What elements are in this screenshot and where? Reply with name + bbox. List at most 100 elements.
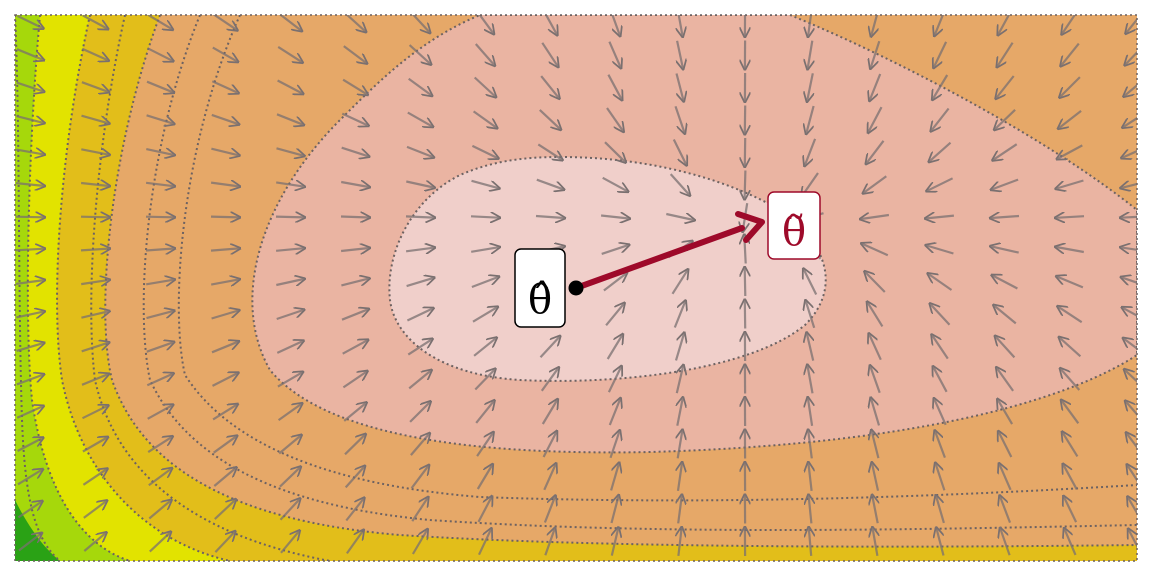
gradient-arrow-icon — [934, 41, 948, 67]
gradient-arrow-icon — [82, 438, 107, 453]
gradient-arrow-icon — [276, 147, 304, 155]
gradient-arrow-icon — [607, 367, 621, 393]
gradient-arrow-icon — [808, 431, 812, 459]
gradient-arrow-icon — [473, 338, 496, 357]
gradient-arrow-icon — [807, 73, 813, 100]
gradient-arrow-icon — [935, 431, 946, 458]
theta-tilde-label-box — [767, 191, 821, 260]
gradient-arrow-icon — [933, 367, 948, 393]
gradient-arrow-icon — [1062, 401, 1080, 424]
gradient-arrow-icon — [411, 498, 427, 522]
gradient-arrow-icon — [16, 343, 44, 352]
gradient-arrow-icon — [342, 372, 366, 389]
gradient-arrow-icon — [280, 531, 299, 554]
gradient-arrow-icon — [342, 340, 368, 355]
gradient-arrow-icon — [872, 463, 878, 491]
gradient-arrow-icon — [807, 333, 815, 361]
gradient-arrow-icon — [210, 183, 239, 187]
gradient-arrow-icon — [146, 280, 174, 285]
gradient-arrow-icon — [870, 366, 881, 394]
gradient-arrow-icon — [1123, 116, 1137, 127]
gradient-arrow-icon — [406, 309, 432, 322]
gradient-arrow-icon — [214, 532, 234, 553]
gradient-arrow-icon — [872, 496, 877, 524]
gradient-arrow-icon — [406, 182, 433, 188]
update-path-arrow — [573, 225, 745, 291]
gradient-arrow-icon — [344, 467, 365, 489]
gradient-arrow-icon — [408, 44, 431, 64]
gradient-arrow-icon — [600, 216, 629, 219]
gradient-arrow-icon — [16, 312, 43, 318]
gradient-arrow-icon — [276, 182, 304, 186]
gradient-arrow-icon — [804, 270, 818, 295]
gradient-arrow-icon — [147, 405, 173, 420]
gradient-arrow-icon — [146, 149, 173, 155]
gradient-arrow-icon — [1126, 402, 1137, 416]
gradient-arrow-icon — [409, 402, 430, 423]
gradient-arrow-icon — [411, 530, 427, 555]
gradient-arrow-icon — [607, 74, 621, 100]
gradient-arrow-icon — [934, 399, 947, 426]
gradient-arrow-icon — [17, 502, 41, 519]
gradient-arrow-icon — [865, 272, 886, 293]
gradient-arrow-icon — [472, 110, 497, 127]
gradient-arrow-icon — [930, 141, 952, 162]
gradient-arrow-icon — [278, 436, 301, 455]
gradient-arrow-icon — [1061, 369, 1081, 391]
gradient-arrow-icon — [210, 248, 239, 250]
gradient-arrow-icon — [936, 496, 945, 524]
gradient-arrow-icon — [1063, 433, 1079, 457]
update-path-arrowhead-icon — [735, 211, 765, 243]
gradient-arrow-icon — [991, 216, 1020, 218]
gradient-arrow-icon — [677, 398, 682, 426]
gradient-arrow-icon — [279, 499, 300, 521]
gradient-arrow-icon — [1121, 216, 1137, 217]
gradient-arrow-icon — [341, 279, 368, 287]
gradient-arrow-icon — [931, 107, 950, 131]
gradient-arrow-icon — [1122, 146, 1137, 157]
gradient-arrow-icon — [867, 140, 885, 163]
gradient-arrow-icon — [1058, 144, 1083, 158]
gradient-arrow-icon — [606, 335, 623, 360]
gradient-arrow-icon — [81, 47, 108, 61]
gradient-arrow-icon — [214, 500, 235, 520]
gradient-arrow-icon — [471, 179, 499, 188]
gradient-arrow-icon — [745, 268, 746, 297]
gradient-arrow-icon — [146, 342, 173, 353]
gradient-arrow-icon — [343, 45, 366, 63]
gradient-arrow-icon — [147, 47, 173, 61]
gradient-arrow-icon — [17, 470, 42, 486]
gradient-arrow-icon — [344, 435, 365, 456]
gradient-arrow-icon — [346, 531, 363, 555]
gradient-arrow-icon — [277, 45, 302, 62]
gradient-arrow-icon — [666, 214, 693, 220]
gradient-arrow-icon — [478, 529, 491, 556]
gradient-arrow-icon — [275, 248, 304, 251]
gradient-arrow-icon — [212, 15, 236, 30]
gradient-arrow-icon — [808, 366, 813, 394]
gradient-arrow-icon — [471, 277, 498, 289]
gradient-arrow-icon — [809, 528, 811, 556]
gradient-arrow-icon — [539, 337, 560, 359]
gradient-arrow-icon — [1000, 529, 1011, 556]
gradient-arrow-icon — [927, 177, 954, 190]
gradient-arrow-icon — [16, 406, 43, 419]
gradient-arrow-icon — [672, 139, 686, 165]
gradient-arrow-icon — [81, 311, 108, 319]
gradient-arrow-icon — [931, 304, 951, 326]
gradient-arrow-icon — [669, 173, 690, 195]
gradient-arrow-icon — [1126, 17, 1137, 33]
gradient-arrow-icon — [937, 529, 945, 556]
gradient-arrow-icon — [872, 431, 880, 459]
gradient-arrow-icon — [210, 217, 239, 218]
gradient-arrow-icon — [83, 501, 106, 519]
gradient-arrow-icon — [678, 496, 682, 524]
gradient-arrow-icon — [1058, 307, 1083, 324]
gradient-arrow-icon — [610, 464, 619, 491]
gradient-arrow-icon — [1065, 529, 1077, 556]
gradient-arrow-icon — [1122, 277, 1137, 286]
gradient-arrow-icon — [539, 109, 560, 129]
gradient-arrow-icon — [82, 15, 108, 28]
gradient-arrow-icon — [211, 342, 238, 354]
gradient-arrow-icon — [408, 371, 431, 390]
